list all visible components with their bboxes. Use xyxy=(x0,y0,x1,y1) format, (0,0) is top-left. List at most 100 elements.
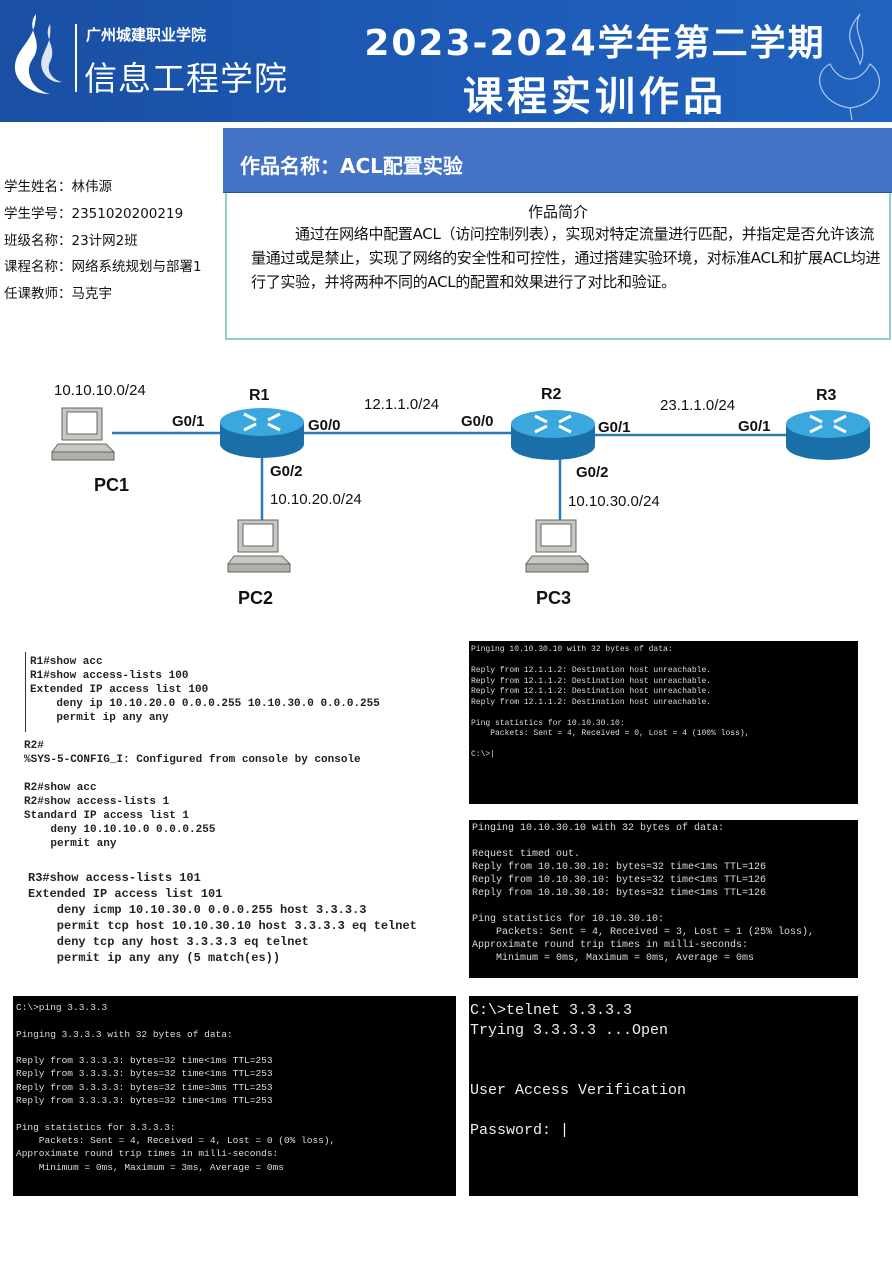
output-line: Ping statistics for 10.10.30.10: xyxy=(471,718,625,728)
config-margin-line xyxy=(25,652,26,732)
output-line: Extended IP access list 101 xyxy=(28,887,223,901)
network-topology-diagram: 10.10.10.0/24 12.1.1.0/24 23.1.1.0/24 10… xyxy=(51,382,872,608)
semester-title: 2023-2024学年第二学期 xyxy=(364,23,826,64)
output-line: R2#show access-lists 1 xyxy=(24,796,170,808)
label-r2-g01: G0/1 xyxy=(598,419,631,436)
output-line: Reply from 12.1.1.2: Destination host un… xyxy=(471,666,712,675)
output-line xyxy=(472,900,855,913)
output-line: R1#show acc xyxy=(30,656,103,668)
output-line: Extended IP access list 100 xyxy=(30,684,209,696)
student-name: 学生姓名：林伟源 xyxy=(4,179,112,195)
school-name: 广州城建职业学院 xyxy=(86,26,207,44)
router-r2-icon xyxy=(509,408,597,462)
output-line: permit any xyxy=(24,838,117,850)
label-r3-g01: G0/1 xyxy=(738,418,771,435)
header-banner: 广州城建职业学院 信息工程学院 2023-2024学年第二学期 课程实训作品 xyxy=(0,0,892,122)
output-line: Packets: Sent = 4, Received = 4, Lost = … xyxy=(16,1134,336,1146)
terminal-ping-blocked: Pinging 10.10.30.10 with 32 bytes of dat… xyxy=(469,641,858,804)
pc2-icon xyxy=(227,519,291,573)
logo-divider xyxy=(75,24,77,92)
output-line xyxy=(24,767,361,781)
output-line: C:\>telnet 3.3.3.3 xyxy=(470,1002,633,1019)
output-line xyxy=(471,740,856,751)
output-line: Reply from 12.1.1.2: Destination host un… xyxy=(471,697,712,707)
output-line: R3#show access-lists 101 xyxy=(28,871,201,885)
output-line: R2# xyxy=(24,740,44,752)
output-line: deny ip 10.10.20.0 0.0.0.255 10.10.30.0 … xyxy=(30,698,380,710)
label-net-pc1: 10.10.10.0/24 xyxy=(54,382,146,399)
course-name: 课程名称：网络系统规划与部署1 xyxy=(4,259,202,275)
terminal-ping-3333: C:\>ping 3.3.3.3 Pinging 3.3.3.3 with 32… xyxy=(13,996,456,1196)
output-line xyxy=(16,1014,453,1027)
label-net-r2r3: 23.1.1.0/24 xyxy=(660,397,735,414)
lotus-decoration-icon xyxy=(819,13,881,120)
output-line: Packets: Sent = 4, Received = 3, Lost = … xyxy=(472,927,815,938)
intro-text: 通过在网络中配置ACL（访问控制列表），实现对特定流量进行匹配，并指定是否允许该… xyxy=(251,225,881,291)
output-line xyxy=(472,835,855,848)
label-pc3: PC3 xyxy=(536,588,571,608)
pc1-icon xyxy=(51,407,115,461)
output-line xyxy=(16,1107,453,1120)
college-logo-icon xyxy=(14,14,62,94)
output-line: permit tcp host 10.10.30.10 host 3.3.3.3… xyxy=(28,919,417,933)
output-line xyxy=(470,1041,857,1061)
output-line: Reply from 10.10.30.10: bytes=32 time<1m… xyxy=(472,875,767,886)
output-line: deny 10.10.10.0 0.0.0.255 xyxy=(24,824,216,836)
output-line: Password: | xyxy=(470,1122,570,1139)
teacher-name: 任课教师：马克宇 xyxy=(4,286,112,302)
output-line: C:\>ping 3.3.3.3 xyxy=(16,1002,108,1013)
label-r1-g01: G0/1 xyxy=(172,413,205,430)
output-line: R1#show access-lists 100 xyxy=(30,670,189,682)
output-line: Pinging 3.3.3.3 with 32 bytes of data: xyxy=(16,1028,233,1040)
student-id: 学生学号：2351020200219 xyxy=(4,206,184,222)
work-title: 作品名称：ACL配置实验 xyxy=(240,154,463,178)
intro-heading: 作品简介 xyxy=(527,203,588,221)
label-r2-g00: G0/0 xyxy=(461,413,494,430)
banner-title: 课程实训作品 xyxy=(463,74,727,120)
label-r1: R1 xyxy=(249,387,270,404)
output-line xyxy=(471,708,856,719)
label-r1-g02: G0/2 xyxy=(270,463,303,480)
output-line: permit ip any any xyxy=(30,712,169,724)
output-line: Request timed out. xyxy=(472,849,581,860)
pc3-icon xyxy=(525,519,589,573)
label-r1-g00: G0/0 xyxy=(308,417,341,434)
output-line: Reply from 3.3.3.3: bytes=32 time<1ms TT… xyxy=(16,1068,273,1080)
terminal-ping-partial: Pinging 10.10.30.10 with 32 bytes of dat… xyxy=(469,820,858,978)
output-line: Minimum = 0ms, Maximum = 3ms, Average = … xyxy=(16,1161,284,1173)
router-r3-icon xyxy=(784,408,872,462)
output-line: %SYS-5-CONFIG_I: Configured from console… xyxy=(24,754,361,766)
output-line: Ping statistics for 10.10.30.10: xyxy=(472,914,665,925)
intro-box: 作品简介 通过在网络中配置ACL（访问控制列表），实现对特定流量进行匹配，并指定… xyxy=(225,193,891,340)
output-line: Packets: Sent = 4, Received = 0, Lost = … xyxy=(471,729,750,738)
label-pc1: PC1 xyxy=(94,475,129,495)
output-line: C:\>| xyxy=(471,750,496,759)
output-line: Reply from 3.3.3.3: bytes=32 time<1ms TT… xyxy=(16,1095,273,1107)
output-line: Approximate round trip times in milli-se… xyxy=(16,1148,279,1160)
output-line: Standard IP access list 1 xyxy=(24,810,190,822)
label-pc2: PC2 xyxy=(238,588,273,608)
output-line: deny icmp 10.10.30.0 0.0.0.255 host 3.3.… xyxy=(28,903,367,917)
output-line: Reply from 12.1.1.2: Destination host un… xyxy=(471,676,712,686)
output-line: Reply from 3.3.3.3: bytes=32 time=3ms TT… xyxy=(16,1081,273,1093)
output-line: Trying 3.3.3.3 ...Open xyxy=(470,1022,669,1039)
label-net-pc2: 10.10.20.0/24 xyxy=(270,491,362,508)
college-name: 信息工程学院 xyxy=(84,59,288,98)
output-line: User Access Verification xyxy=(470,1082,687,1099)
router-r1-icon xyxy=(218,406,306,460)
output-line: Pinging 10.10.30.10 with 32 bytes of dat… xyxy=(471,645,673,654)
work-title-box: 作品名称：ACL配置实验 xyxy=(223,128,892,193)
output-line xyxy=(16,1041,453,1054)
output-line: Minimum = 0ms, Maximum = 0ms, Average = … xyxy=(472,953,755,964)
output-line: Approximate round trip times in milli-se… xyxy=(472,940,749,951)
output-line: permit ip any any (5 match(es)) xyxy=(28,951,281,965)
output-line: Reply from 10.10.30.10: bytes=32 time<1m… xyxy=(472,888,767,899)
output-line: Ping statistics for 3.3.3.3: xyxy=(16,1121,176,1133)
r2-acl-output: R2# %SYS-5-CONFIG_I: Configured from cons… xyxy=(24,739,361,851)
output-line: Reply from 10.10.30.10: bytes=32 time<1m… xyxy=(472,862,767,873)
output-line xyxy=(470,1101,857,1121)
label-net-pc3: 10.10.30.0/24 xyxy=(568,493,660,510)
label-net-r1r2: 12.1.1.0/24 xyxy=(364,396,439,413)
